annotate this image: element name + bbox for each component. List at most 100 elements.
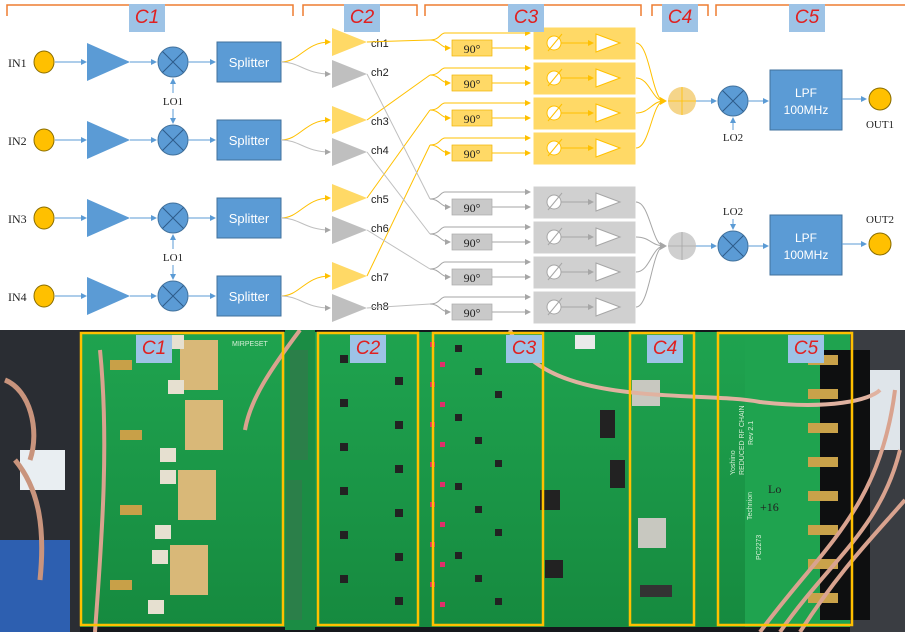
photo-box-c2 (316, 331, 420, 627)
phase-shifter-label: 90° (464, 112, 481, 126)
wire (429, 67, 446, 76)
ic-chip (545, 560, 563, 578)
section-label-c5-diagram: C5 (789, 4, 825, 32)
attenuator-arrow (547, 297, 563, 316)
attenuator-arrow (547, 68, 563, 87)
splitter-block (216, 275, 282, 317)
wire (429, 74, 451, 86)
smd-component (440, 482, 445, 487)
splitter-label: Splitter (229, 55, 270, 70)
ic-chip (475, 506, 482, 513)
input-label: IN3 (8, 212, 27, 226)
photo-box-c3 (431, 331, 545, 627)
lpf-block (769, 214, 843, 276)
ic-chip (340, 575, 348, 583)
input-port-icon (33, 206, 55, 230)
rf-shield (638, 518, 666, 548)
lpf-label: LPF (795, 86, 817, 100)
mixer-icon (157, 124, 189, 156)
attenuator-arrow (547, 227, 563, 246)
output-label: OUT2 (866, 214, 894, 226)
wire (280, 217, 331, 233)
combiner-wire (635, 42, 665, 102)
routing-wire (366, 39, 431, 43)
combiner-cross (668, 87, 696, 115)
phase-shifter-label: 90° (464, 77, 481, 91)
routing-wire (366, 151, 431, 235)
combiner-wire (635, 236, 665, 247)
mixer-chip (168, 380, 184, 394)
channel-label: ch1 (371, 38, 389, 50)
attenuator-arrow (547, 33, 563, 52)
lo2-label: LO2 (723, 206, 743, 218)
splitter-label: Splitter (229, 211, 270, 226)
block-amp-icon (595, 297, 622, 317)
block-amp-icon (595, 103, 622, 123)
channel-label: ch4 (371, 145, 389, 157)
lpf-freq-label: 100MHz (784, 248, 829, 262)
output-mixer-icon-cross (722, 90, 744, 112)
ic-chip (455, 414, 462, 421)
smd-component (440, 562, 445, 567)
c5-board-text-2: REDUCED RF CHAIN (739, 405, 746, 475)
wire (429, 261, 446, 270)
wire (280, 139, 331, 155)
attenuator-arrow (547, 138, 563, 157)
routing-wire (366, 109, 431, 199)
wire (280, 117, 331, 141)
c5-board-text-5: PC2273 (756, 535, 763, 560)
input-label: IN4 (8, 290, 27, 304)
bracket-c5 (715, 4, 905, 16)
smd-component (440, 402, 445, 407)
ic-chip (495, 391, 502, 398)
mixer-icon-cross (162, 129, 184, 151)
sma-connector (808, 559, 838, 569)
section-label-c2-diagram: C2 (344, 4, 380, 32)
routing-wire (366, 144, 431, 277)
photo-box-c5 (716, 331, 854, 627)
channel-amp-icon (332, 262, 367, 290)
c1-board-label: MIRPESET (232, 341, 269, 348)
mixer-chip (168, 335, 184, 349)
mixer-icon-cross (162, 207, 184, 229)
lpf-freq-label: 100MHz (784, 103, 829, 117)
combiner-arrow (660, 97, 667, 105)
wire (429, 198, 451, 210)
block-amp-icon (595, 192, 622, 212)
ic-chip (340, 487, 348, 495)
wire (280, 295, 331, 311)
lo1-label: LO1 (163, 96, 183, 108)
channel-amp-icon (332, 216, 367, 244)
amplifier-icon (87, 43, 130, 81)
section-label-c4-diagram: C4 (662, 4, 698, 32)
output-port-icon (868, 232, 892, 256)
input-port-icon (33, 50, 55, 74)
channel-label: ch3 (371, 116, 389, 128)
channel-label: ch6 (371, 223, 389, 235)
channel-amp-icon (332, 138, 367, 166)
phase-shifter-label: 90° (464, 42, 481, 56)
ic-chip (455, 483, 462, 490)
amplifier-icon (87, 277, 130, 315)
channel-amp-icon (332, 184, 367, 212)
sma-connector (808, 491, 838, 501)
wire (429, 191, 446, 200)
handwritten-gain: +16 (760, 500, 779, 514)
pin-header (640, 585, 672, 597)
smd-component (440, 602, 445, 607)
wire (429, 296, 446, 305)
mixer-chip (155, 525, 171, 539)
amplifier-icon (87, 121, 130, 159)
splitter-transformer (170, 545, 208, 595)
combiner-cross (668, 232, 696, 260)
combiner-wire (635, 201, 665, 247)
wire (429, 102, 446, 111)
sma-connector (808, 389, 838, 399)
block-amp-icon (595, 68, 622, 88)
channel-amp-icon (332, 294, 367, 322)
mixer-chip (160, 448, 176, 462)
